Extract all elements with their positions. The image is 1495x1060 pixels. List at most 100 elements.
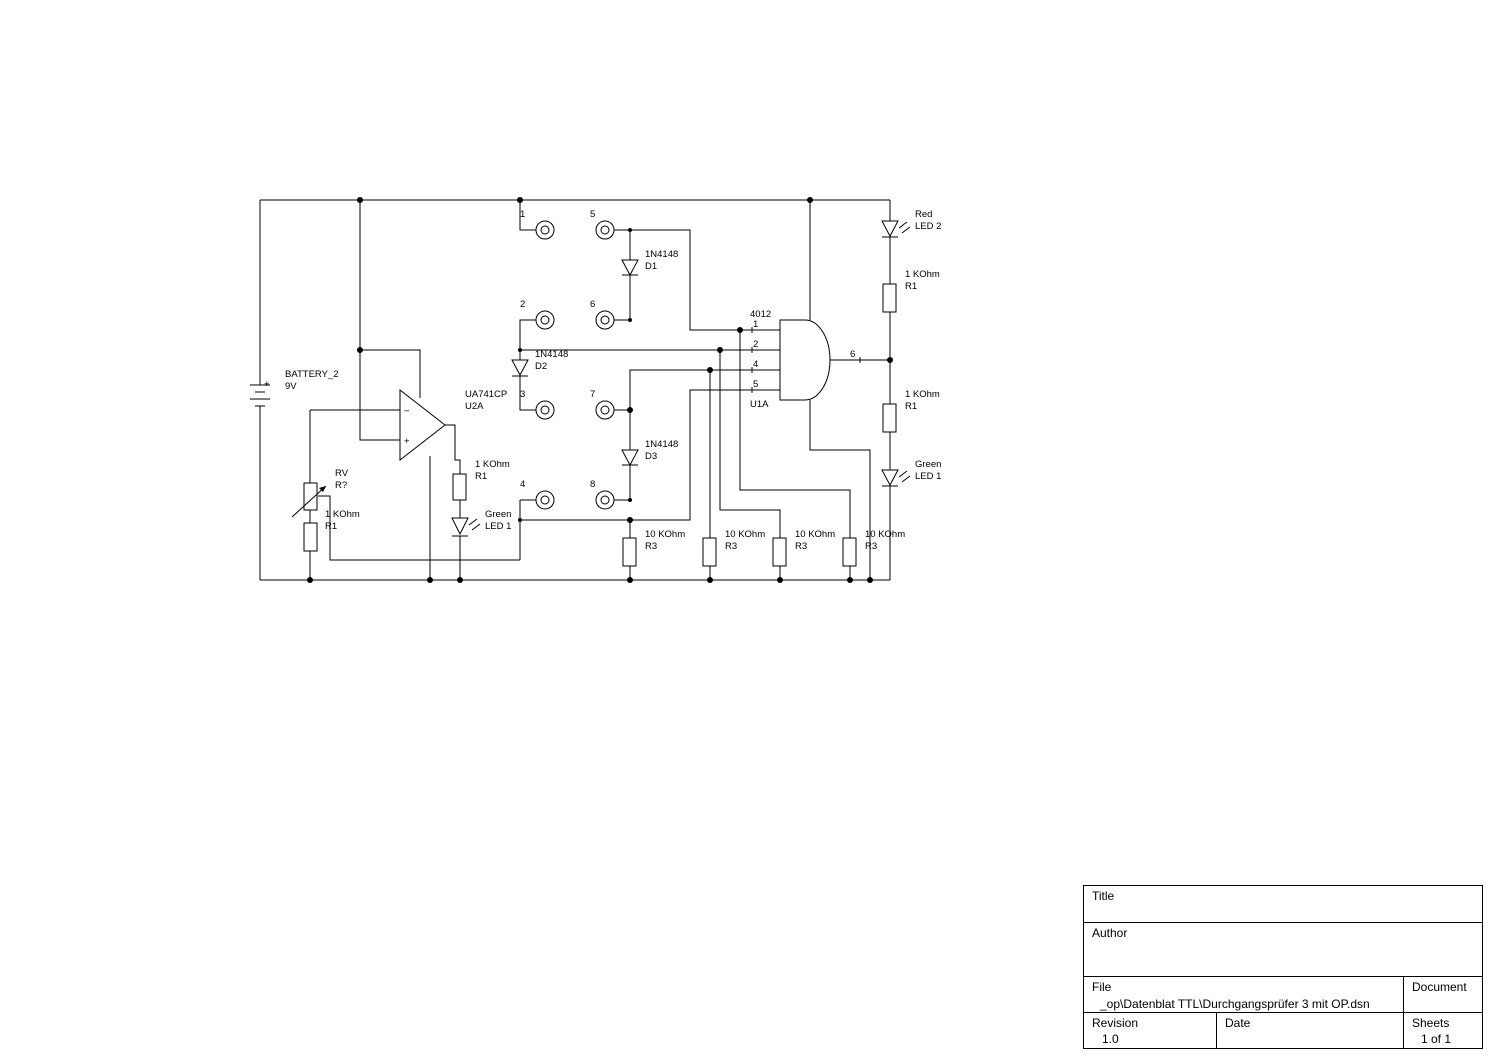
file-cell: File _op\Datenblat TTL\Durchgangsprüfer … — [1084, 977, 1404, 1013]
battery-symbol: + BATTERY_2 9V — [250, 369, 339, 407]
junction-dot — [628, 228, 632, 232]
gate-pin-5: 5 — [753, 379, 758, 390]
gate-pin-1: 1 — [753, 319, 758, 330]
connector-label-2: 2 — [520, 299, 525, 310]
resistor-green-value: 1 KOhm — [905, 389, 940, 400]
opamp-minus-sign: − — [404, 406, 410, 417]
gate-part-label: 4012 — [750, 309, 771, 320]
pulldown-1-value: 10 KOhm — [645, 529, 685, 540]
connector-label-1: 1 — [520, 209, 525, 220]
led-green-right-color: Green — [915, 459, 941, 470]
title-cell: Title — [1084, 886, 1482, 923]
diode-d1-ref: D1 — [645, 261, 657, 272]
resistor-green: 1 KOhm R1 — [882, 389, 940, 433]
revision-value: 1.0 — [1102, 1032, 1119, 1046]
document-cell: Document — [1404, 977, 1482, 1013]
pulldown-3-ref: R3 — [795, 541, 807, 552]
gate-pin-4: 4 — [753, 359, 758, 370]
title-block: Title Author File _op\Datenblat TTL\Durc… — [1083, 885, 1483, 1049]
connector-label-6: 6 — [590, 299, 595, 310]
resistor-opamp-output-ref: R1 — [475, 471, 487, 482]
junction-dot — [357, 347, 363, 353]
resistor-opamp-output: 1 KOhm R1 — [452, 459, 510, 501]
resistor-left-ref: R1 — [325, 521, 337, 532]
junction-dot — [887, 357, 893, 363]
led-red-symbol: Red LED 2 — [881, 209, 941, 238]
junction-dot — [307, 577, 313, 583]
diode-d3: 1N4148 D3 — [621, 439, 678, 467]
connector-label-8: 8 — [590, 479, 595, 490]
date-label: Date — [1225, 1016, 1251, 1030]
sheets-label: Sheets — [1412, 1016, 1450, 1030]
junction-dot — [777, 577, 783, 583]
connectors-right: 5 6 7 8 — [590, 209, 615, 510]
junction-dot — [627, 407, 633, 413]
document-label: Document — [1412, 980, 1467, 994]
rv-name-label: RV — [335, 468, 349, 479]
connectors-left: 1 2 3 4 — [520, 209, 555, 510]
junction-dot — [867, 577, 873, 583]
junction-dot — [427, 577, 433, 583]
junction-dot — [717, 347, 723, 353]
battery-name-label: BATTERY_2 — [285, 369, 339, 380]
junction-dot — [707, 577, 713, 583]
revision-cell: Revision 1.0 — [1084, 1013, 1217, 1048]
gate-symbol: 4012 1 2 4 5 U1A 6 — [750, 309, 861, 410]
junction-dot — [847, 577, 853, 583]
pulldown-2-value: 10 KOhm — [725, 529, 765, 540]
junction-dot — [737, 327, 743, 333]
led-green-right-ref: LED 1 — [915, 471, 941, 482]
author-label: Author — [1092, 926, 1128, 940]
gate-pin-2: 2 — [753, 339, 758, 350]
resistor-left-value: 1 KOhm — [325, 509, 360, 520]
pulldown-4-ref: R3 — [865, 541, 877, 552]
diode-d1-part: 1N4148 — [645, 249, 678, 260]
sheets-value: 1 of 1 — [1421, 1032, 1452, 1046]
led-red-color: Red — [915, 209, 932, 220]
file-value: _op\Datenblat TTL\Durchgangsprüfer 3 mit… — [1100, 997, 1370, 1011]
junction-dot — [627, 517, 633, 523]
pulldown-2-ref: R3 — [725, 541, 737, 552]
diode-d2-ref: D2 — [535, 361, 547, 372]
opamp-part-label: UA741CP — [465, 389, 507, 400]
potentiometer-symbol: RV R? — [291, 468, 349, 518]
file-label: File — [1092, 980, 1112, 994]
connector-label-4: 4 — [520, 479, 525, 490]
revision-label: Revision — [1092, 1016, 1139, 1030]
connector-label-5: 5 — [590, 209, 595, 220]
gate-output-pin: 6 — [850, 349, 855, 360]
resistor-green-ref: R1 — [905, 401, 917, 412]
sheets-cell: Sheets 1 of 1 — [1404, 1013, 1482, 1048]
battery-value-label: 9V — [285, 381, 297, 392]
resistor-opamp-output-value: 1 KOhm — [475, 459, 510, 470]
circuit-schematic: + BATTERY_2 9V − + UA741CP U2A RV R? 1 K… — [250, 197, 941, 583]
resistor-red-ref: R1 — [905, 281, 917, 292]
resistor-left: 1 KOhm R1 — [303, 509, 360, 552]
led-left-color: Green — [485, 509, 511, 520]
pulldown-resistors: 10 KOhm R3 10 KOhm R3 10 KOhm R3 10 KOhm… — [622, 529, 905, 567]
junction-dot — [628, 498, 632, 502]
rv-ref-label: R? — [335, 480, 347, 491]
led-red-ref: LED 2 — [915, 221, 941, 232]
junction-dot — [518, 518, 522, 522]
led-left-ref: LED 1 — [485, 521, 511, 532]
junction-dot — [628, 318, 632, 322]
diode-d2-part: 1N4148 — [535, 349, 568, 360]
author-cell: Author — [1084, 923, 1482, 977]
junction-dot — [518, 348, 522, 352]
title-label: Title — [1092, 889, 1115, 903]
resistor-red-value: 1 KOhm — [905, 269, 940, 280]
junction-dot — [807, 197, 813, 203]
diode-d3-part: 1N4148 — [645, 439, 678, 450]
pulldown-1-ref: R3 — [645, 541, 657, 552]
pulldown-4-value: 10 KOhm — [865, 529, 905, 540]
led-green-right-symbol: Green LED 1 — [881, 459, 941, 487]
connector-label-7: 7 — [590, 389, 595, 400]
opamp-plus-sign: + — [404, 436, 410, 447]
junction-dot — [517, 197, 523, 203]
led-left-symbol: Green LED 1 — [451, 509, 511, 537]
date-cell: Date — [1217, 1013, 1404, 1048]
junction-dot — [707, 367, 713, 373]
diode-d2: 1N4148 D2 — [511, 349, 568, 377]
gate-ref-label: U1A — [750, 399, 769, 410]
